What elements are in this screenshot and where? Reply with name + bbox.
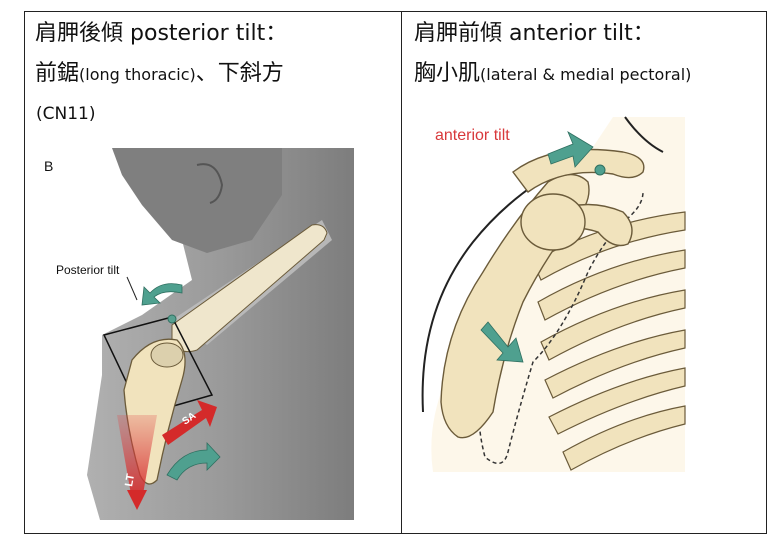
column-divider: [401, 11, 402, 534]
right-title-en: anterior tilt：: [509, 21, 655, 46]
anterior-tilt-label: anterior tilt: [435, 127, 510, 144]
scapula-arrow: [480, 321, 524, 363]
humeral-head: [520, 193, 586, 251]
left-muscles: 前鋸(long thoracic)、下斜方: [35, 60, 284, 89]
lt-label: LT: [123, 473, 137, 488]
glenoid: [150, 342, 184, 368]
head-silhouette: [112, 148, 282, 253]
left-title-cjk: 肩胛後傾: [35, 21, 124, 46]
left-nerve: (CN11): [36, 104, 96, 124]
clavicle-arrow: [547, 131, 594, 168]
anterior-tilt-illustration: anterior tilt: [413, 112, 687, 476]
posterior-tilt-illustration: LT SA B Posterior tilt: [32, 145, 357, 523]
label-pointer: [126, 276, 138, 301]
comparison-table: [24, 11, 767, 534]
lower-trapezius-fan: [117, 415, 157, 500]
left-title-en: posterior tilt：: [130, 21, 288, 46]
sa-arrow: [162, 400, 217, 445]
left-muscle-cjk-2: 下斜方: [217, 61, 284, 86]
right-muscle-en: (lateral & medial pectoral): [480, 65, 692, 84]
attachment-dot: [594, 164, 606, 176]
left-muscle-sep: 、: [195, 61, 218, 86]
left-muscle-en-1: (long thoracic): [79, 65, 196, 84]
right-muscles: 胸小肌(lateral & medial pectoral): [414, 60, 691, 89]
panel-letter: B: [44, 158, 53, 174]
ear-outline: [196, 163, 224, 204]
posterior-tilt-label: Posterior tilt: [56, 263, 120, 277]
posterior-tilt-arrow: [141, 283, 183, 306]
rotation-arrow: [166, 441, 221, 481]
left-title: 肩胛後傾 posterior tilt：: [35, 20, 287, 48]
lt-arrowhead: [127, 490, 147, 510]
right-title: 肩胛前傾 anterior tilt：: [414, 20, 655, 48]
right-title-cjk: 肩胛前傾: [414, 21, 503, 46]
neck-outline: [624, 116, 664, 153]
acromion-dot: [167, 314, 177, 324]
right-muscle-cjk: 胸小肌: [414, 61, 481, 86]
left-muscle-cjk-1: 前鋸: [35, 61, 80, 86]
